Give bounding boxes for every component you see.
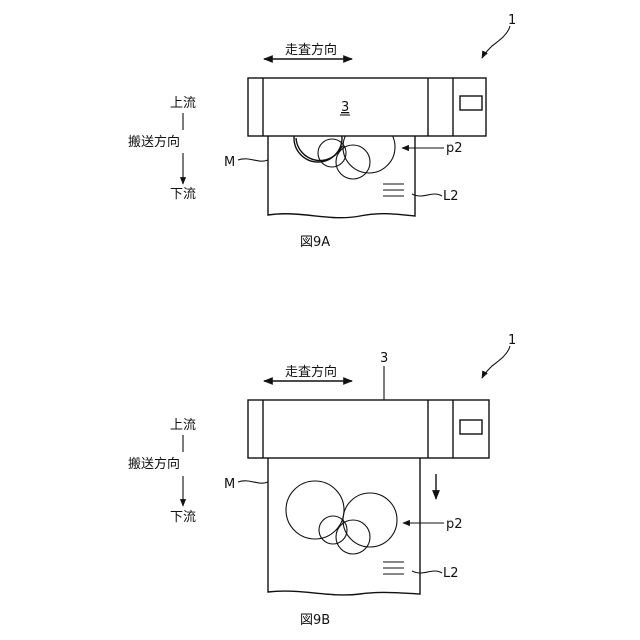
scan-direction-label-a: 走査方向 [285,42,337,58]
scan-direction-label-b: 走査方向 [285,364,337,380]
ref-device-leader-b [482,346,510,378]
pattern-p2-b [286,481,397,554]
transport-label-b: 搬送方向 [128,456,180,472]
downstream-label-b: 下流 [170,510,196,525]
head-carriage-a [248,78,486,136]
ref-device-label-a: 1 [508,13,516,28]
line-leader-b [412,571,442,573]
line-pattern-l2-b [383,562,404,574]
head-label-b: 3 [380,351,388,366]
medium-label-a: M [224,155,235,170]
line-label-a: L2 [443,189,459,204]
pattern-label-a: p2 [446,141,463,156]
medium-leader-a [238,159,268,161]
upstream-label-b: 上流 [170,418,196,433]
upstream-label-a: 上流 [170,96,196,111]
figure-9a: 1 走査方向 M p2 3 L [128,13,516,250]
downstream-label-a: 下流 [170,187,196,202]
ref-device-label-b: 1 [508,333,516,348]
medium-leader-b [238,481,268,483]
caption-a: 図9A [300,235,330,250]
caption-b: 図9B [300,613,330,628]
line-pattern-l2-a [383,184,404,196]
pattern-label-b: p2 [446,517,463,532]
line-leader-a [412,194,442,196]
transport-label-a: 搬送方向 [128,134,180,150]
medium-label-b: M [224,477,235,492]
head-label-a: 3 [341,100,349,115]
ref-device-leader-a [482,26,510,58]
figure-9b: 1 走査方向 3 M p2 L2 [128,333,516,628]
line-label-b: L2 [443,566,459,581]
